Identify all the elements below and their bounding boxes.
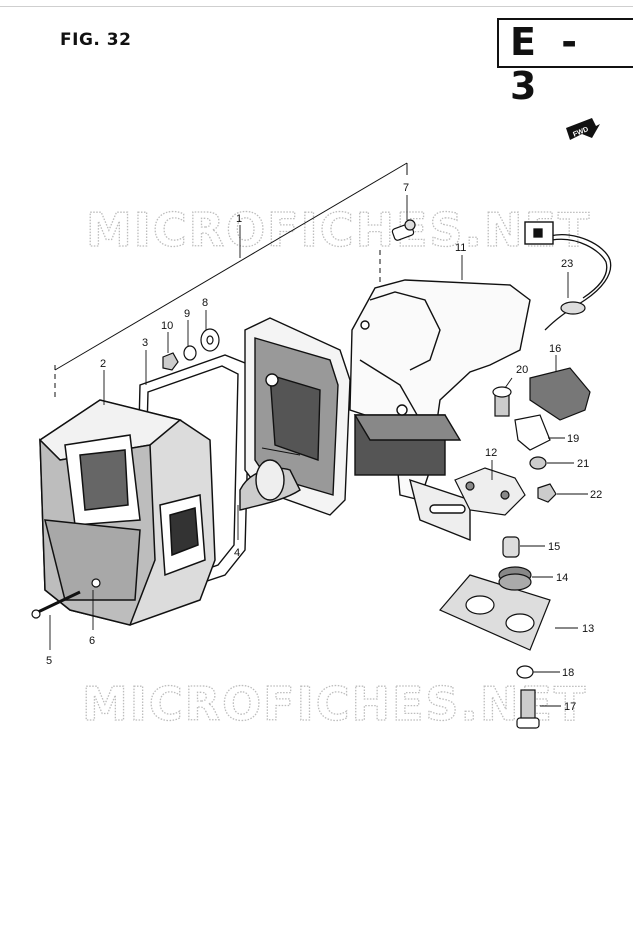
figure-code-box <box>497 18 633 68</box>
washer-part-8 <box>200 328 220 352</box>
callout-5: 5 <box>46 655 52 667</box>
callout-23: 23 <box>561 258 573 270</box>
bolt-part-17 <box>516 689 540 729</box>
callout-4: 4 <box>234 547 240 559</box>
callout-14: 14 <box>556 572 568 584</box>
callout-22: 22 <box>590 489 602 501</box>
nut-part-22 <box>537 483 557 503</box>
assembly-bracket-lines <box>54 162 408 400</box>
callout-7: 7 <box>403 182 409 194</box>
watermark-top: MICROFICHES.NET <box>86 203 591 257</box>
cover-part-16 <box>529 367 591 421</box>
nut-part-10 <box>162 352 179 371</box>
leader-lines <box>49 195 588 707</box>
callout-18: 18 <box>562 667 574 679</box>
callout-8: 8 <box>202 297 208 309</box>
callout-12: 12 <box>485 447 497 459</box>
callout-labels: 1 2 3 4 5 6 7 8 9 10 11 12 13 14 15 16 1… <box>46 182 602 713</box>
screw-part-20 <box>492 386 512 417</box>
callout-15: 15 <box>548 541 560 553</box>
tail-lamp-lens-part-2 <box>38 399 216 626</box>
callout-19: 19 <box>567 433 579 445</box>
lock-washer-part-9 <box>183 345 197 361</box>
callout-21: 21 <box>577 458 589 470</box>
mounting-plate-part-13 <box>439 574 551 651</box>
figure-code: E - 3 <box>510 20 583 108</box>
callout-2: 2 <box>100 358 106 370</box>
callout-13: 13 <box>582 623 594 635</box>
callout-20: 20 <box>516 364 528 376</box>
spacer-part-15 <box>502 536 520 558</box>
watermark-bottom: MICROFICHES.NET <box>82 677 587 731</box>
wiring-harness-part-23 <box>524 221 612 331</box>
callout-9: 9 <box>184 308 190 320</box>
callout-6: 6 <box>89 635 95 647</box>
callout-16: 16 <box>549 343 561 355</box>
nut-part-21 <box>529 456 547 470</box>
lamp-housing-part-4 <box>239 317 351 516</box>
top-border <box>0 0 633 7</box>
figure-title: FIG. 32 <box>60 30 132 50</box>
callout-3: 3 <box>142 337 148 349</box>
bracket-part-19 <box>514 414 551 451</box>
callout-10: 10 <box>161 320 173 332</box>
clamp-part-12 <box>454 467 526 516</box>
rear-bracket-part-11 <box>349 279 531 542</box>
rubber-mount-part-14 <box>498 566 532 591</box>
forward-arrow-icon: FWD <box>566 118 600 140</box>
callout-1: 1 <box>236 213 242 225</box>
bolt-part-7 <box>391 219 416 241</box>
screw-part-5 <box>31 590 81 619</box>
washer-part-6 <box>91 578 101 588</box>
hardware-parts <box>31 219 591 729</box>
callout-11: 11 <box>455 242 466 254</box>
callout-17: 17 <box>564 701 576 713</box>
washer-part-18 <box>516 665 534 679</box>
